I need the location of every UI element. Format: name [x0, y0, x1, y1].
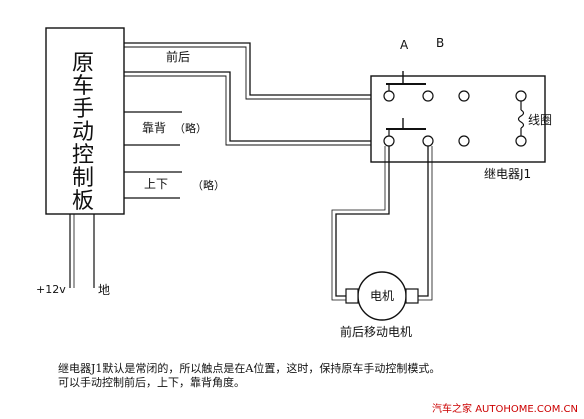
note-line-2: 可以手动控制前后，上下，靠背角度。	[58, 376, 245, 389]
label-contact-b: B	[436, 36, 445, 50]
label-relay: 继电器J1	[484, 167, 532, 181]
label-updown: 上下	[144, 177, 169, 191]
relay-box	[370, 75, 546, 163]
label-motor: 电机	[370, 289, 395, 303]
label-backrest-note: （略）	[174, 122, 207, 135]
contact-3-bottom	[458, 135, 470, 147]
label-front-back: 前后	[166, 50, 191, 64]
wire-front-back-bottom-2	[124, 75, 384, 146]
note-line-1: 继电器J1默认是常闭的，所以触点是在A位置，这时，保持原车手动控制模式。	[58, 362, 441, 375]
motor-terminal-left	[345, 288, 359, 304]
wire-motor-right-2	[418, 146, 433, 301]
contact-a-top	[383, 90, 395, 102]
label-backrest: 靠背	[142, 121, 167, 135]
control-panel-label: 原车手动控制板	[71, 51, 94, 214]
coil-winding	[517, 109, 525, 129]
coil-terminal-bottom	[515, 135, 527, 147]
contact-b-bottom	[422, 135, 434, 147]
contact-3-top	[458, 90, 470, 102]
label-contact-a: A	[400, 38, 409, 52]
note-block: 继电器J1默认是常闭的，所以触点是在A位置，这时，保持原车手动控制模式。 可以手…	[58, 362, 440, 390]
contact-b-top	[422, 90, 434, 102]
control-panel-box	[45, 27, 125, 215]
wire-front-back-bottom	[124, 71, 384, 142]
label-coil: 线圈	[528, 113, 553, 127]
wire-motor-left	[335, 146, 390, 297]
wire-motor-right	[418, 146, 429, 297]
watermark: 汽车之家 AUTOHOME.COM.CN	[432, 404, 578, 415]
contact-a-bottom	[383, 135, 395, 147]
label-ground: 地	[98, 283, 111, 297]
wire-front-back-top	[124, 42, 378, 96]
label-motor-caption: 前后移动电机	[340, 325, 413, 339]
label-positive: +12v	[36, 283, 66, 296]
coil-terminal-top	[515, 90, 527, 102]
label-updown-note: （略）	[192, 179, 225, 192]
wire-front-back-top-2	[124, 46, 378, 100]
wire-motor-left-2	[331, 146, 386, 301]
motor-terminal-right	[405, 288, 419, 304]
